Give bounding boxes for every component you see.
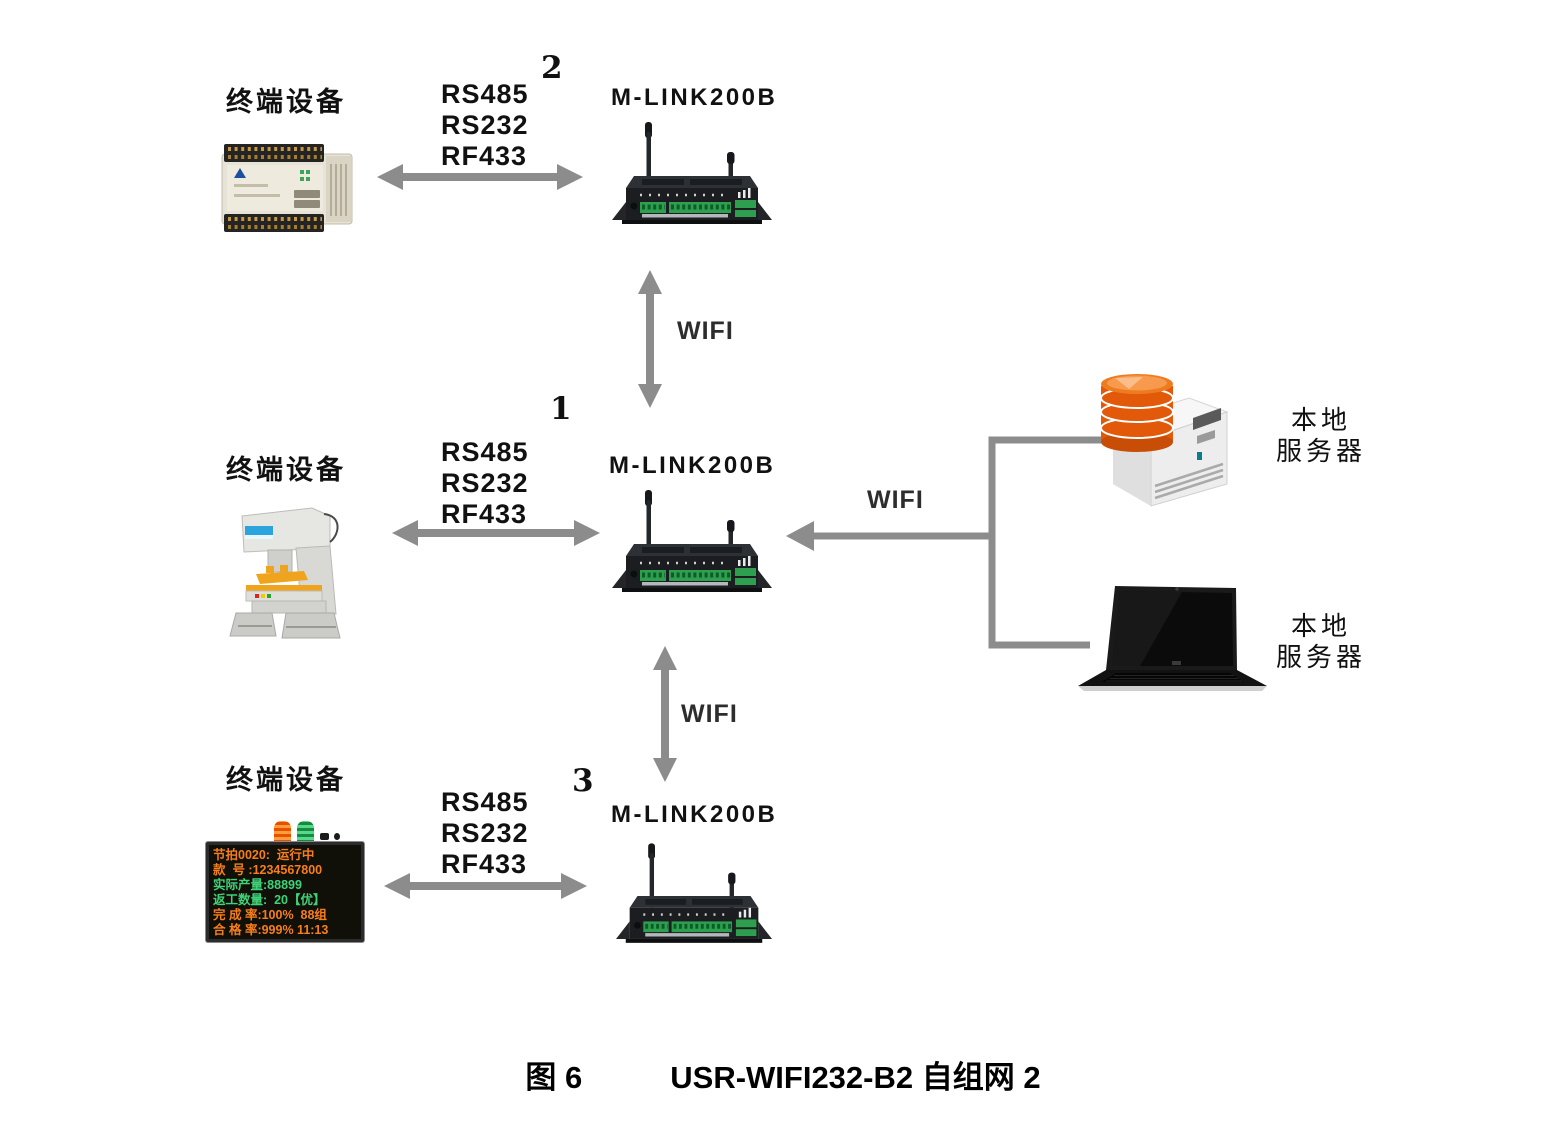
wifi-label-top-link: WIFI xyxy=(677,317,734,345)
led-row: 返工数量: 20【优】 xyxy=(213,893,326,907)
terminal-device-label-bottom: 终端设备 xyxy=(226,765,346,795)
serial-arrow-bottom xyxy=(384,873,587,899)
laptop-server-label: 本地服务器 xyxy=(1275,612,1366,673)
router-icon-middle xyxy=(612,490,772,592)
serial-arrow-top xyxy=(377,164,583,190)
led-display-icon: 节拍0020: 运行中 款 号 :1234567800 实际产量:88899 返… xyxy=(202,818,368,944)
led-row: 款 号 :1234567800 xyxy=(213,863,323,877)
database-server-label: 本地服务器 xyxy=(1275,406,1366,467)
router-icon-top xyxy=(612,122,772,224)
router-label-top: M-LINK200B xyxy=(611,84,778,111)
sequence-number-3: 3 xyxy=(572,763,594,799)
beacon-light-green xyxy=(297,821,314,843)
led-row: 完 成 率:100% 88组 xyxy=(213,908,327,922)
wifi-label-bottom-link: WIFI xyxy=(681,700,738,728)
wifi-label-right-link: WIFI xyxy=(867,486,924,514)
display-antenna-stub xyxy=(334,833,340,840)
led-row: 实际产量:88899 xyxy=(213,878,302,892)
terminal-device-label-middle: 终端设备 xyxy=(226,455,346,485)
led-row: 节拍0020: 运行中 xyxy=(213,848,315,862)
sequence-number-2: 2 xyxy=(541,50,563,86)
figure-number: 图 6 xyxy=(525,1060,583,1095)
figure-caption: 图 6 USR-WIFI232-B2 自组网 2 xyxy=(0,1052,1566,1097)
database-server-icon xyxy=(1100,374,1229,507)
laptop-icon xyxy=(1078,586,1267,691)
router-icon-bottom xyxy=(616,843,772,943)
sequence-number-1: 1 xyxy=(550,391,572,427)
led-row: 合 格 率:999% 11:13 xyxy=(213,923,329,937)
terminal-device-label-top: 终端设备 xyxy=(226,87,346,117)
router-label-bottom: M-LINK200B xyxy=(611,801,778,828)
plc-device-icon xyxy=(221,144,353,232)
serial-arrow-middle xyxy=(392,520,600,546)
wifi-arrow-top-link xyxy=(638,270,662,408)
display-knob xyxy=(320,833,329,840)
figure-title: USR-WIFI232-B2 自组网 2 xyxy=(670,1060,1041,1095)
led-screen: 节拍0020: 运行中 款 号 :1234567800 实际产量:88899 返… xyxy=(206,842,364,942)
wifi-arrow-bottom-link xyxy=(653,646,677,782)
press-machine-icon xyxy=(229,507,341,639)
wifi-bus-connector xyxy=(786,436,1118,649)
beacon-light-orange xyxy=(274,821,291,843)
router-label-middle: M-LINK200B xyxy=(609,452,776,479)
